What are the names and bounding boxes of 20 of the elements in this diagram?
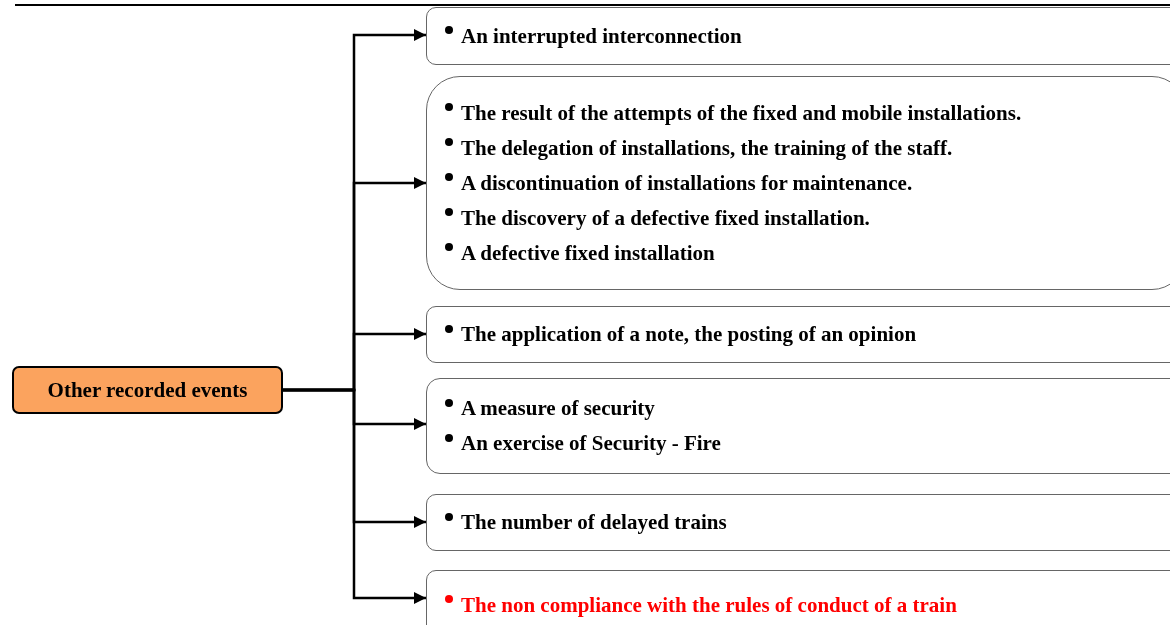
event-text: A defective fixed installation [461, 240, 715, 266]
event-text: An exercise of Security - Fire [461, 431, 721, 456]
event-text: An interrupted interconnection [461, 23, 742, 49]
event-text: The application of a note, the posting of an opinion [461, 322, 917, 347]
event-text: A measure of security [461, 396, 655, 421]
event-text: The non compliance with the rules of conduct of a train [461, 592, 957, 618]
event-box [426, 494, 1170, 551]
root-box [12, 366, 283, 414]
event-box [426, 570, 1170, 625]
event-box [426, 76, 1170, 290]
event-text: A discontinuation of installations for maintenance. [461, 170, 913, 196]
event-box [426, 306, 1170, 363]
event-box [426, 7, 1170, 65]
arrow [283, 388, 426, 605]
event-text: The discovery of a defective fixed installation. [461, 205, 870, 231]
event-text: The number of delayed trains [461, 510, 727, 535]
root-label: Other recorded events [47, 377, 248, 403]
event-text: The delegation of installations, the training of the staff. [461, 135, 953, 161]
event-text: The result of the attempts of the fixed and mobile installations. [461, 100, 1022, 126]
event-box [426, 378, 1170, 474]
